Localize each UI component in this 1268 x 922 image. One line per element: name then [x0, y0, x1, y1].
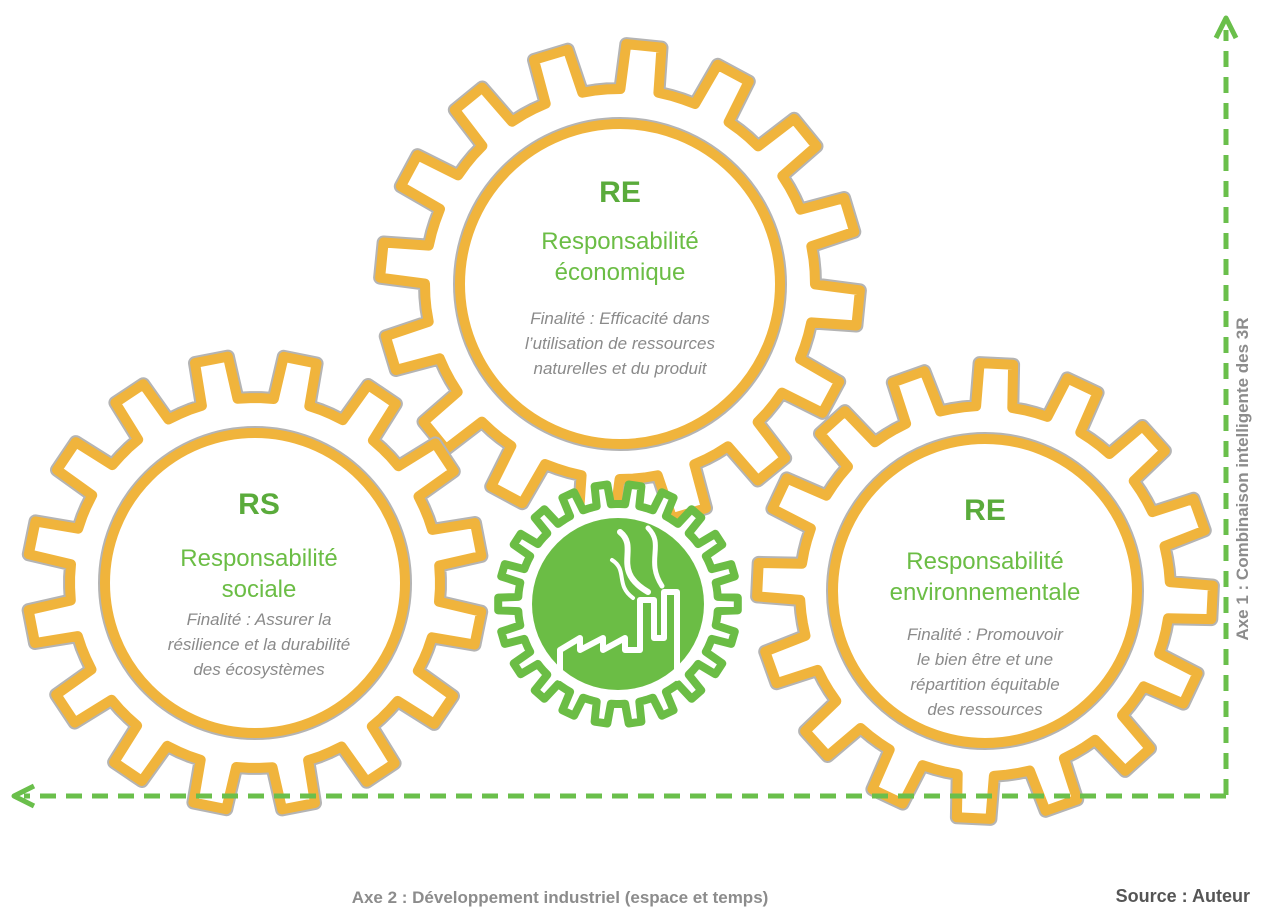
- gear-environmental: [750, 356, 1220, 826]
- gear-top-purpose-3: naturelles et du produit: [533, 359, 707, 378]
- gear-right-purpose-4: des ressources: [927, 700, 1043, 719]
- gear-right-title-2: environnementale: [889, 579, 1081, 606]
- gear-top-title-2: économique: [554, 259, 686, 286]
- gear-top-purpose-2: l’utilisation de ressources: [525, 334, 715, 353]
- gear-top-purpose-1: Finalité : Efficacité dans: [530, 309, 710, 328]
- gear-top-title-1: Responsabilité: [541, 228, 699, 255]
- gear-right-purpose-3: répartition équitable: [910, 675, 1060, 694]
- gear-top-ring: [455, 119, 785, 449]
- factory-icon: [557, 525, 680, 681]
- source-label: Source : Auteur: [1115, 886, 1250, 906]
- gear-right-purpose-2: le bien être et une: [916, 650, 1054, 669]
- gear-top-code: RE: [599, 176, 641, 209]
- gear-right-ring: [828, 434, 1142, 748]
- axis-1-label: Axe 1 : Combinaison intelligente des 3R: [1233, 317, 1252, 641]
- gear-economic: [373, 37, 867, 531]
- gear-left-ring: [100, 428, 410, 738]
- gear-industry: [494, 480, 742, 728]
- axis-2: [11, 783, 1226, 809]
- gear-left-title-2: sociale: [221, 576, 297, 603]
- gear-left-purpose-1: Finalité : Assurer la: [186, 610, 332, 629]
- gear-right-title-1: Responsabilité: [906, 548, 1064, 575]
- axis-1: [1213, 15, 1239, 795]
- gear-left-purpose-2: résilience et la durabilité: [167, 635, 351, 654]
- gear-center-disc: [532, 518, 704, 690]
- gear-right-purpose-1: Finalité : Promouvoir: [907, 625, 1063, 644]
- gear-right-code: RE: [964, 494, 1006, 527]
- gear-social: [21, 349, 489, 817]
- gear-left-code: RS: [238, 488, 280, 521]
- gear-left-purpose-3: des écosystèmes: [193, 660, 325, 679]
- gear-left-title-1: Responsabilité: [180, 545, 338, 572]
- axis-2-label: Axe 2 : Développement industriel (espace…: [351, 888, 769, 907]
